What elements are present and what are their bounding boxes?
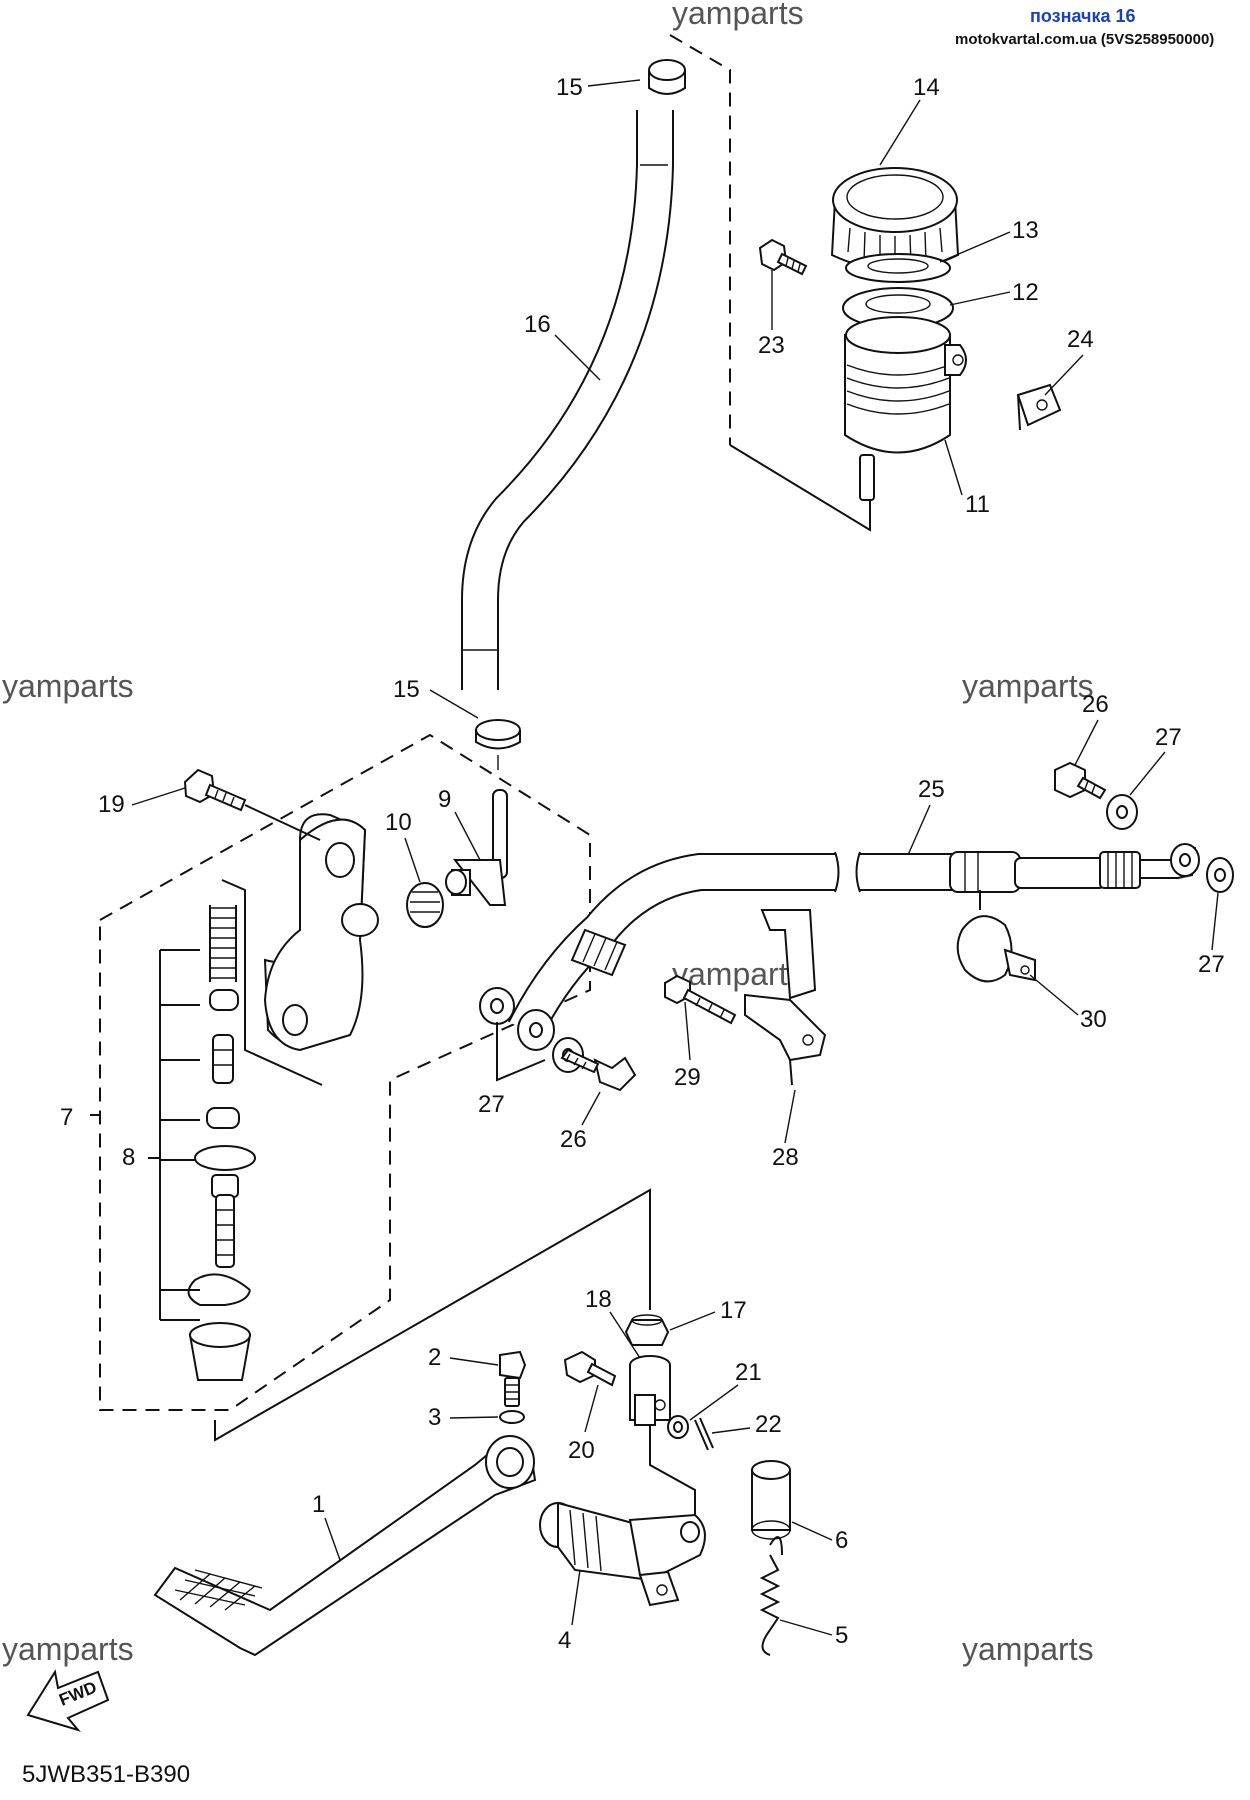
callout-10: 10 xyxy=(385,809,412,836)
reservoir-tank xyxy=(844,316,967,501)
marker-label: позначка 16 xyxy=(1030,6,1136,26)
callout-8: 8 xyxy=(122,1144,135,1171)
watermark-center: yamparts xyxy=(672,956,804,992)
piston xyxy=(194,1145,256,1268)
copper-washer-right xyxy=(1106,794,1138,830)
bracket-bolt xyxy=(664,974,737,1025)
callout-9: 9 xyxy=(438,786,451,813)
reservoir-cap xyxy=(830,167,960,271)
pedal-washer xyxy=(499,1410,525,1424)
spring-5 xyxy=(759,1536,783,1656)
bushing-6 xyxy=(751,1460,791,1540)
callout-22: 22 xyxy=(755,1411,782,1438)
pedal-bolt xyxy=(499,1350,527,1407)
leader-bolt xyxy=(244,804,321,841)
callout-30: 30 xyxy=(1080,1006,1107,1033)
reservoir-hose xyxy=(461,110,674,690)
callout-23: 23 xyxy=(758,332,785,359)
callout-15-bottom: 15 xyxy=(393,676,420,703)
union-bolt-right xyxy=(1054,761,1107,800)
callout-26-left: 26 xyxy=(560,1126,587,1153)
watermark-top: yamparts xyxy=(672,0,804,31)
callout-27-far-right: 27 xyxy=(1198,951,1225,978)
callout-26-right: 26 xyxy=(1082,691,1109,718)
callout-21: 21 xyxy=(735,1359,762,1386)
callout-28: 28 xyxy=(772,1144,799,1171)
nut xyxy=(624,1314,670,1346)
callout-16: 16 xyxy=(524,311,551,338)
circlip xyxy=(187,1273,251,1306)
master-cylinder-body xyxy=(263,813,379,1052)
callout-27-left: 27 xyxy=(478,1091,505,1118)
leader-reservoir-hose xyxy=(729,444,871,532)
banjo-fitting xyxy=(445,789,508,906)
washer-21 xyxy=(667,1415,689,1439)
callout-17: 17 xyxy=(720,1297,747,1324)
callout-7: 7 xyxy=(60,1104,73,1131)
callout-18: 18 xyxy=(585,1286,612,1313)
valve xyxy=(212,1034,234,1084)
callout-20: 20 xyxy=(568,1437,595,1464)
return-spring xyxy=(209,905,237,982)
callout-3: 3 xyxy=(428,1404,441,1431)
callouts: 15 14 13 12 24 23 11 16 15 9 10 19 7 8 2… xyxy=(60,74,1225,1654)
assembly-line-reservoir xyxy=(669,34,731,445)
rubber-joint xyxy=(406,882,444,928)
callout-24: 24 xyxy=(1067,326,1094,353)
callout-2: 2 xyxy=(428,1344,441,1371)
leader-clevis xyxy=(649,1405,696,1520)
watermark-right: yamparts xyxy=(962,668,1094,704)
callout-12: 12 xyxy=(1012,279,1039,306)
seal xyxy=(206,1107,240,1129)
callout-15-top: 15 xyxy=(556,74,583,101)
callout-4: 4 xyxy=(558,1627,571,1654)
hose-bracket xyxy=(744,909,827,1086)
master-cylinder-dashed-box xyxy=(99,733,591,1411)
clevis xyxy=(629,1355,671,1426)
copper-washer-left xyxy=(479,987,515,1025)
watermark-bottom-right: yamparts xyxy=(962,1631,1094,1667)
site-label: motokvartal.com.ua (5VS258950000) xyxy=(955,31,1214,48)
callout-1: 1 xyxy=(312,1491,325,1518)
bracket-8 xyxy=(159,949,200,1321)
callout-27-right: 27 xyxy=(1155,724,1182,751)
leader-27-left xyxy=(496,1022,546,1082)
diaphragm-plate xyxy=(845,253,951,283)
copper-washer-right-2 xyxy=(1206,857,1234,893)
callout-25: 25 xyxy=(918,776,945,803)
brake-hose xyxy=(508,843,1200,1051)
pedal-shaft xyxy=(539,1501,706,1607)
hose-clamp-bottom xyxy=(475,719,521,770)
master-cylinder-bolt xyxy=(183,768,247,812)
reservoir-nut xyxy=(1016,383,1062,431)
cotter-pin xyxy=(694,1417,714,1451)
callout-13: 13 xyxy=(1012,217,1039,244)
callout-14: 14 xyxy=(913,74,940,101)
leader-pushrod xyxy=(214,1188,651,1442)
callout-19: 19 xyxy=(98,791,125,818)
callout-6: 6 xyxy=(835,1527,848,1554)
callout-5: 5 xyxy=(835,1622,848,1649)
boot xyxy=(188,1322,252,1381)
cup xyxy=(209,989,239,1011)
leader-body xyxy=(221,879,323,1086)
brake-pedal xyxy=(153,1435,537,1657)
hose-clip xyxy=(956,890,1036,983)
fwd-arrow: FWD xyxy=(26,1669,110,1732)
callout-29: 29 xyxy=(674,1064,701,1091)
reservoir-bolt xyxy=(758,238,808,276)
hose-clamp-top xyxy=(648,59,686,95)
clevis-pin xyxy=(563,1350,617,1387)
union-bolt-left xyxy=(560,1048,637,1092)
watermark-bottom-left: yamparts xyxy=(2,1631,134,1667)
callout-11: 11 xyxy=(965,491,990,518)
watermark-left: yamparts xyxy=(2,668,134,704)
diagram-code: 5JWB351-B390 xyxy=(22,1761,190,1788)
